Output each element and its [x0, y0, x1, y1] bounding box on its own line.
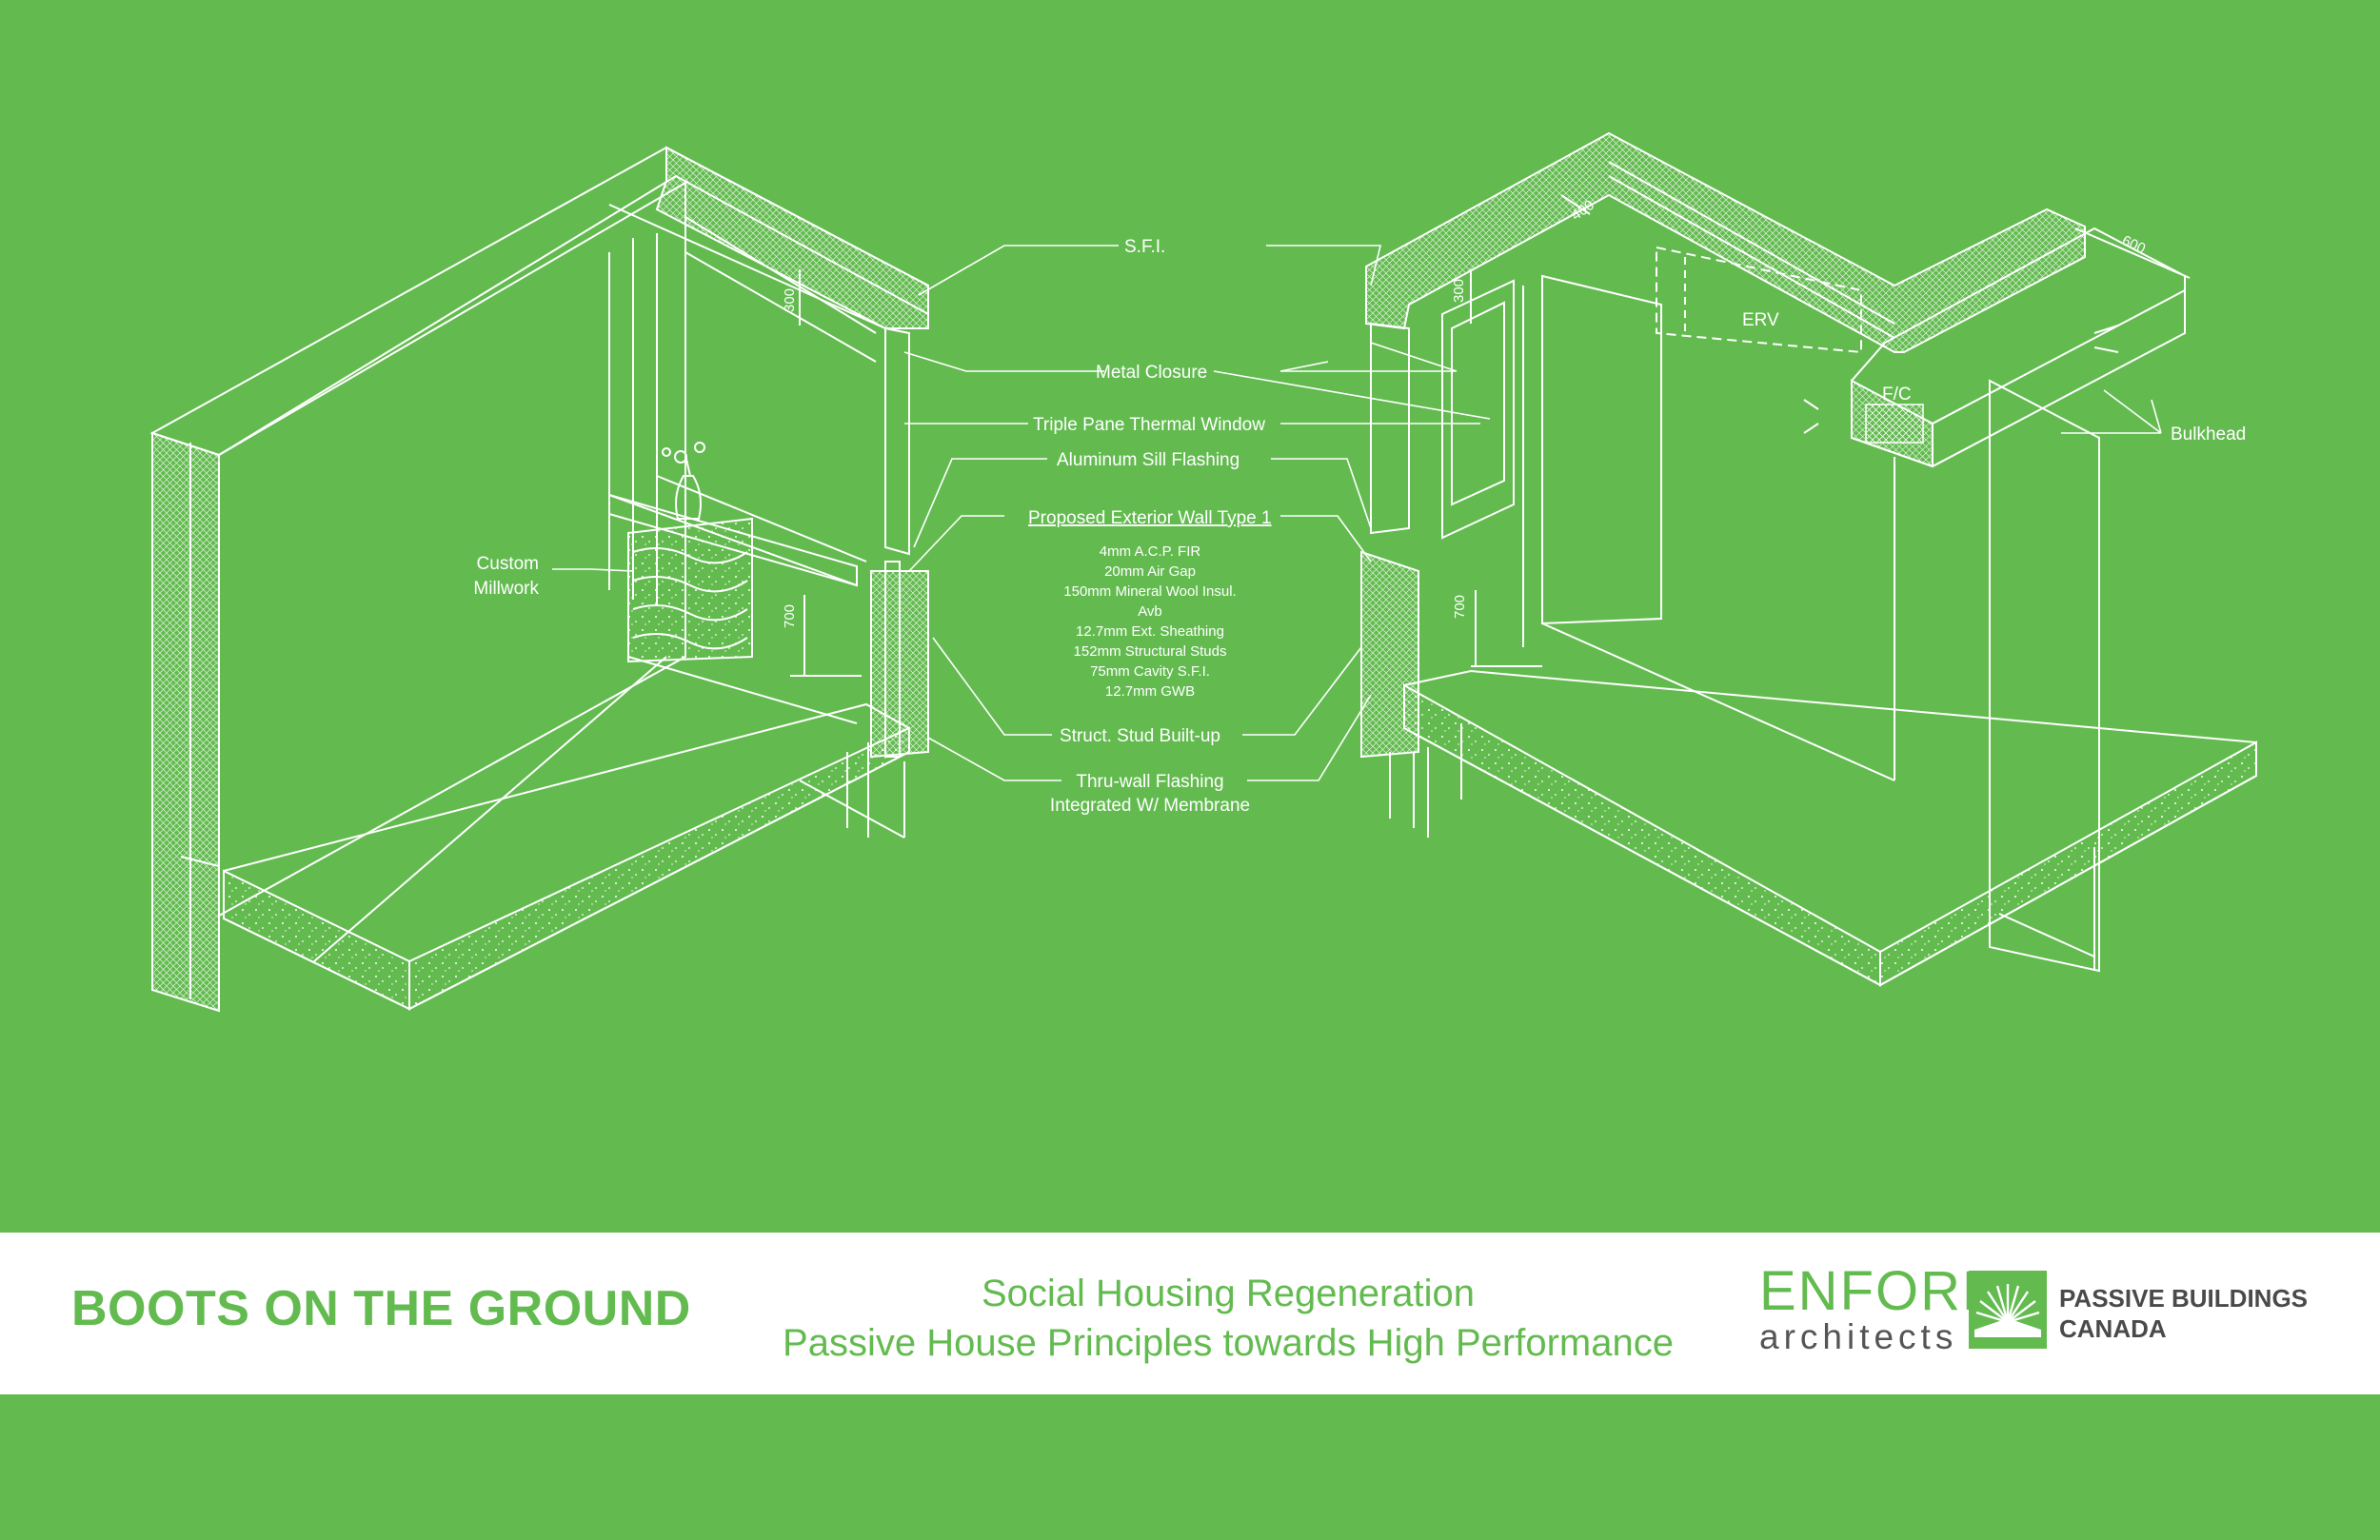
diagram-svg: S.F.I. Metal Closure Triple Pane Thermal… — [149, 131, 2257, 1013]
label-millwork: Millwork — [473, 579, 539, 599]
label-custom: Custom — [477, 554, 539, 574]
enform-wordmark: ENFORM — [1759, 1260, 2011, 1322]
wall-layer: 12.7mm GWB — [1105, 683, 1195, 700]
wall-layer: 4mm A.C.P. FIR — [1100, 543, 1201, 560]
label-wall-type-title: Proposed Exterior Wall Type 1 — [1028, 508, 1272, 528]
wall-layer: 152mm Structural Studs — [1074, 643, 1227, 660]
label-metal-closure: Metal Closure — [1096, 363, 1207, 383]
axonometric-drawing: S.F.I. Metal Closure Triple Pane Thermal… — [149, 131, 2257, 1013]
dim-left-700: 700 — [782, 604, 798, 628]
pbc-line-2: CANADA — [2059, 1314, 2167, 1343]
label-thru-wall-2: Integrated W/ Membrane — [1050, 796, 1250, 816]
enform-logo: ENFORM architects — [1759, 1264, 2010, 1355]
label-thru-wall-1: Thru-wall Flashing — [1076, 772, 1223, 792]
label-stud-builtup: Struct. Stud Built-up — [1060, 726, 1220, 746]
label-triple-pane-window: Triple Pane Thermal Window — [1033, 415, 1265, 435]
wall-layer: 75mm Cavity S.F.I. — [1090, 663, 1210, 680]
label-bulkhead: Bulkhead — [2171, 424, 2246, 444]
dim-right-700: 700 — [1452, 595, 1468, 619]
sunburst-icon — [1969, 1271, 2047, 1349]
subtitle: Social Housing Regeneration Passive Hous… — [762, 1269, 1695, 1368]
label-sfi: S.F.I. — [1124, 237, 1165, 257]
pbc-wordmark: PASSIVE BUILDINGS CANADA — [2059, 1283, 2308, 1344]
dim-left-300: 300 — [782, 288, 798, 312]
left-wall-module — [149, 146, 929, 1013]
label-fc: F/C — [1882, 385, 1912, 405]
label-sill-flashing: Aluminum Sill Flashing — [1057, 450, 1240, 470]
wall-layer: 12.7mm Ext. Sheathing — [1076, 623, 1224, 640]
wall-layer: Avb — [1138, 603, 1162, 620]
wall-layer: 20mm Air Gap — [1104, 563, 1196, 580]
dim-right-300: 300 — [1451, 279, 1467, 303]
leader-lines — [552, 245, 2162, 781]
subtitle-line-1: Social Housing Regeneration — [981, 1273, 1476, 1314]
label-erv: ERV — [1742, 310, 1779, 330]
footer-bottom-band — [0, 1394, 2380, 1540]
enform-architects: architects — [1759, 1317, 1958, 1356]
wall-layer: 150mm Mineral Wool Insul. — [1063, 583, 1236, 600]
project-title: BOOTS ON THE GROUND — [71, 1281, 691, 1336]
subtitle-line-2: Passive House Principles towards High Pe… — [783, 1322, 1674, 1364]
right-wall-module — [1360, 131, 2257, 987]
pbc-line-1: PASSIVE BUILDINGS — [2059, 1284, 2309, 1313]
